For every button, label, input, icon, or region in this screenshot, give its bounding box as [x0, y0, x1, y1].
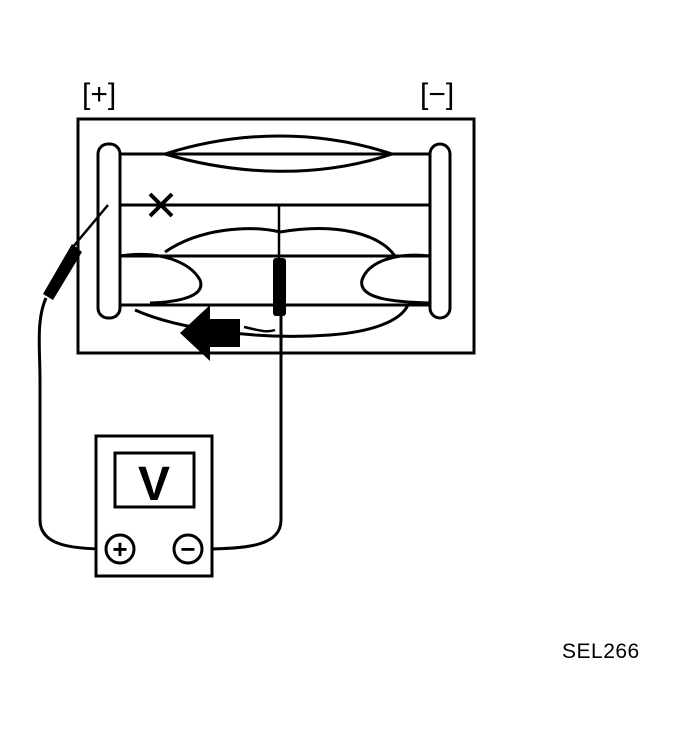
panel-outline — [76, 117, 476, 355]
negative-bus-bar — [428, 142, 452, 320]
meter-negative-terminal — [172, 533, 204, 565]
figure-code: SEL266 — [562, 640, 640, 663]
left-arrow-icon — [180, 305, 240, 361]
dashed-flow-line — [243, 325, 276, 333]
negative-probe-body — [273, 258, 286, 316]
voltmeter-display-label: V — [138, 458, 170, 511]
x-mark-icon — [148, 192, 174, 218]
negative-wire — [201, 316, 283, 551]
top-lens — [159, 134, 397, 173]
meter-negative-symbol: − — [180, 534, 195, 564]
bottom-lens — [134, 304, 410, 338]
positive-wire — [37, 297, 109, 551]
meter-positive-terminal — [104, 533, 136, 565]
negative-terminal-label: [−] — [420, 78, 454, 111]
positive-bus-bar — [96, 142, 122, 320]
positive-terminal-label: [+] — [82, 78, 116, 111]
positive-probe-body — [43, 244, 82, 300]
voltmeter-display — [113, 451, 196, 509]
positive-probe-tip — [71, 204, 109, 249]
meter-positive-symbol: + — [112, 534, 127, 564]
